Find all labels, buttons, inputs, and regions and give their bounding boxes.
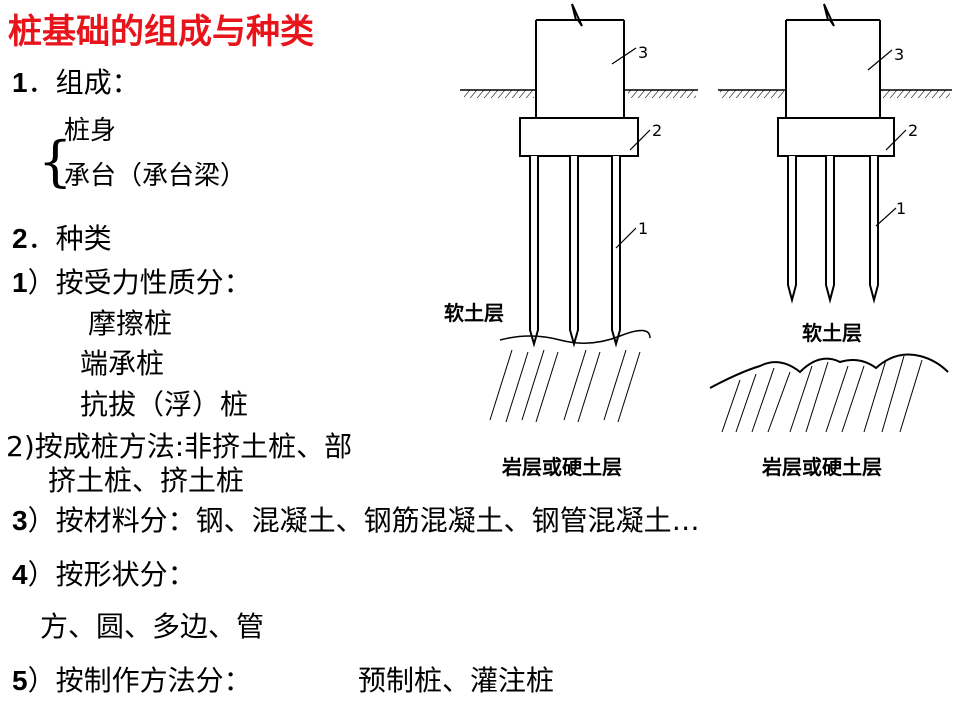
right-label-3: 3: [894, 45, 904, 64]
category-5-types: 预制桩、灌注桩: [358, 664, 555, 697]
category-3-heading: 3）按材料分：钢、混凝土、钢筋混凝土、钢管混凝土…: [12, 502, 700, 540]
category-2-continuation: 挤土桩、挤土桩: [48, 464, 245, 497]
section-2-heading: 2．种类: [12, 220, 112, 258]
left-label-2: 2: [652, 121, 662, 140]
left-hard-layer-label: 岩层或硬土层: [501, 455, 622, 479]
category-2-heading: 2)按成桩方法:非挤土桩、部: [6, 430, 353, 463]
category-4-label: ）按形状分：: [27, 558, 196, 591]
diagram-right-end-bearing: 3 2 1 软土层 岩层或硬土层: [709, 3, 952, 479]
category-3-number: 3: [12, 505, 28, 536]
section-2-label: ．种类: [27, 222, 112, 255]
right-soft-soil-label: 软土层: [802, 321, 862, 345]
category-1-number: 1: [12, 267, 28, 298]
category-5-heading: 5）按制作方法分：: [12, 662, 252, 700]
category-5-number: 5: [12, 665, 28, 696]
category-3-label: ）按材料分：钢、混凝土、钢筋混凝土、钢管混凝土…: [27, 504, 700, 537]
right-label-1: 1: [896, 199, 906, 218]
category-4-shapes: 方、圆、多边、管: [40, 610, 265, 643]
page-title: 桩基础的组成与种类: [8, 12, 314, 52]
category-1-label: ）按受力性质分：: [27, 266, 252, 299]
section-1-number: 1: [12, 67, 28, 98]
pile-foundation-diagram: 3 2 1 软土层 岩层或硬土层: [444, 3, 952, 479]
category-4-number: 4: [12, 559, 28, 590]
category-5-label: ）按制作方法分：: [27, 664, 252, 697]
curly-brace-icon: {: [38, 130, 73, 193]
left-soft-soil-label: 软土层: [444, 301, 504, 325]
section-1-label: ．组成：: [27, 66, 140, 99]
end-bearing-pile: 端承桩: [80, 347, 165, 380]
diagram-left-friction: 3 2 1 软土层 岩层或硬土层: [444, 3, 698, 479]
composition-item-pile-body: 桩身: [64, 116, 117, 146]
left-label-3: 3: [638, 43, 648, 62]
uplift-pile: 抗拔（浮）桩: [80, 388, 249, 421]
left-label-1: 1: [638, 219, 648, 238]
right-hard-layer-label: 岩层或硬土层: [761, 455, 882, 479]
right-label-2: 2: [908, 121, 918, 140]
category-4-heading: 4）按形状分：: [12, 556, 196, 594]
section-1-heading: 1．组成：: [12, 64, 140, 102]
friction-pile: 摩擦桩: [88, 307, 173, 340]
composition-item-cap: 承台（承台梁）: [64, 161, 247, 191]
category-1-heading: 1）按受力性质分：: [12, 264, 252, 302]
section-2-number: 2: [12, 223, 28, 254]
